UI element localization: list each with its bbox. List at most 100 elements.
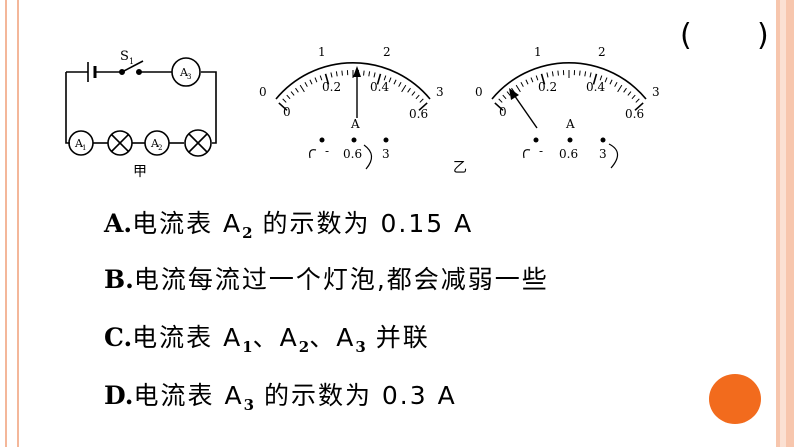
circuit-diagram [65,57,217,157]
scale-tick [540,73,546,85]
ammeter-right-inner-04: 0.4 [586,80,605,94]
option-b-text: 电流每流过一个灯泡,都会减弱一些 [133,265,549,294]
scale-tick [609,79,613,85]
ammeter-left-wire-06 [363,144,373,170]
slide-frame-stripe [780,0,786,447]
scale-tick [282,98,287,103]
scale-tick [623,87,627,93]
ammeter-right [491,62,647,169]
scale-tick [407,87,411,93]
ammeter-left-inner-06: 0.6 [409,107,428,121]
scale-tick [589,72,592,78]
option-c-sub3: 3 [355,338,366,356]
scale-tick [551,71,554,77]
ammeter-left-needle-tip [353,66,361,77]
decorative-orange-dot [709,374,761,424]
scale-tick [579,70,581,76]
option-c-text-end: 并联 [365,323,430,352]
ammeter-left-inner-02: 0.2 [322,80,341,94]
option-c-sub1: 1 [242,338,253,356]
option-c-sub2: 2 [298,338,310,356]
switch-contact [136,69,143,76]
ammeter-right-outer-1: 1 [534,45,542,59]
ammeter-right-unit: A [565,117,575,131]
ammeter-left-wire-neg [309,149,317,159]
ammeter-left [275,62,431,170]
scale-tick [341,70,343,76]
scale-tick [535,75,539,81]
meter-a2-label: A [150,137,160,150]
scale-tick [525,79,529,85]
scale-tick [631,94,636,100]
scale-tick [502,94,507,100]
scale-tick [634,102,644,111]
option-c[interactable]: C.电流表 A1、A2、A3 并联 [104,318,430,356]
ammeter-right-inner-06: 0.6 [625,107,644,121]
scale-tick [599,75,603,81]
scale-tick [401,84,407,93]
ammeter-right-terminal-neg: - [539,144,543,158]
switch-label: S [120,49,129,64]
scale-tick [515,84,521,93]
ammeter-left-terminal-06: 0.6 [343,147,362,161]
scale-tick [376,73,382,85]
option-d-sub: 3 [243,396,254,414]
ammeter-left-terminal-neg: - [325,144,329,158]
ammeter-right-terminal-06: 0.6 [559,147,578,161]
scale-tick [520,82,524,87]
scale-tick [546,72,549,78]
lamp-2-symbol [184,129,212,157]
scale-tick [627,91,632,96]
scale-tick [592,73,598,85]
scale-tick [304,82,308,87]
scale-tick [506,91,511,96]
scale-tick [604,77,608,83]
option-d[interactable]: D.电流表 A3 的示数为 0.3 A [104,376,457,414]
option-d-letter: D. [104,381,134,410]
meter-a1-label: A [74,137,84,150]
scale-tick [411,91,416,96]
scale-tick [418,102,428,111]
scale-tick [363,70,365,76]
option-c-text-3: 、A [309,323,356,352]
scale-tick [368,71,371,77]
slide-frame-left [5,0,19,447]
scale-tick [295,87,299,93]
scale-tick [286,94,291,100]
option-d-text-end: 的示数为 0.3 A [254,381,457,410]
scale-tick [383,75,387,81]
option-d-text: 电流表 A [133,381,244,410]
circuit-caption: 甲 [133,164,147,180]
ammeter-right-wire-3 [608,143,619,169]
option-a-text: 电流表 A [132,209,243,238]
ammeter-left-outer-3: 3 [436,85,444,99]
ammeter-right-wire-neg [523,149,531,159]
answer-bracket-open: ( [680,18,692,53]
meter-a1-sub: 1 [82,144,86,152]
scale-tick [335,71,338,77]
physics-figure: S 1 A 3 A 1 A 2 甲 0 1 2 3 0 0.2 0.4 0.6 … [65,45,660,180]
scale-tick [324,73,330,85]
scale-tick [319,75,323,81]
scale-tick [530,77,534,83]
option-c-letter: C. [104,323,133,352]
ammeter-right-outer-3: 3 [652,85,660,99]
option-a[interactable]: A.电流表 A2 的示数为 0.15 A [104,204,473,242]
scale-tick [614,82,618,87]
scale-tick [498,98,503,103]
scale-tick [330,72,333,78]
ammeter-left-outer-2: 2 [383,45,391,59]
scale-tick [393,79,397,85]
option-b-letter: B. [104,265,134,294]
meter-a3-sub: 3 [187,73,191,81]
option-b[interactable]: B.电流每流过一个灯泡,都会减弱一些 [104,260,549,296]
ammeter-a3-symbol [171,57,201,87]
scale-tick [398,82,402,87]
option-a-text-end: 的示数为 0.15 A [252,209,474,238]
ammeter-right-outer-2: 2 [598,45,606,59]
switch-sub: 1 [129,57,134,66]
option-a-letter: A. [104,209,133,238]
ammeter-right-needle [511,91,538,129]
scale-tick [290,91,295,96]
ammeter-right-outer-0: 0 [475,85,483,99]
